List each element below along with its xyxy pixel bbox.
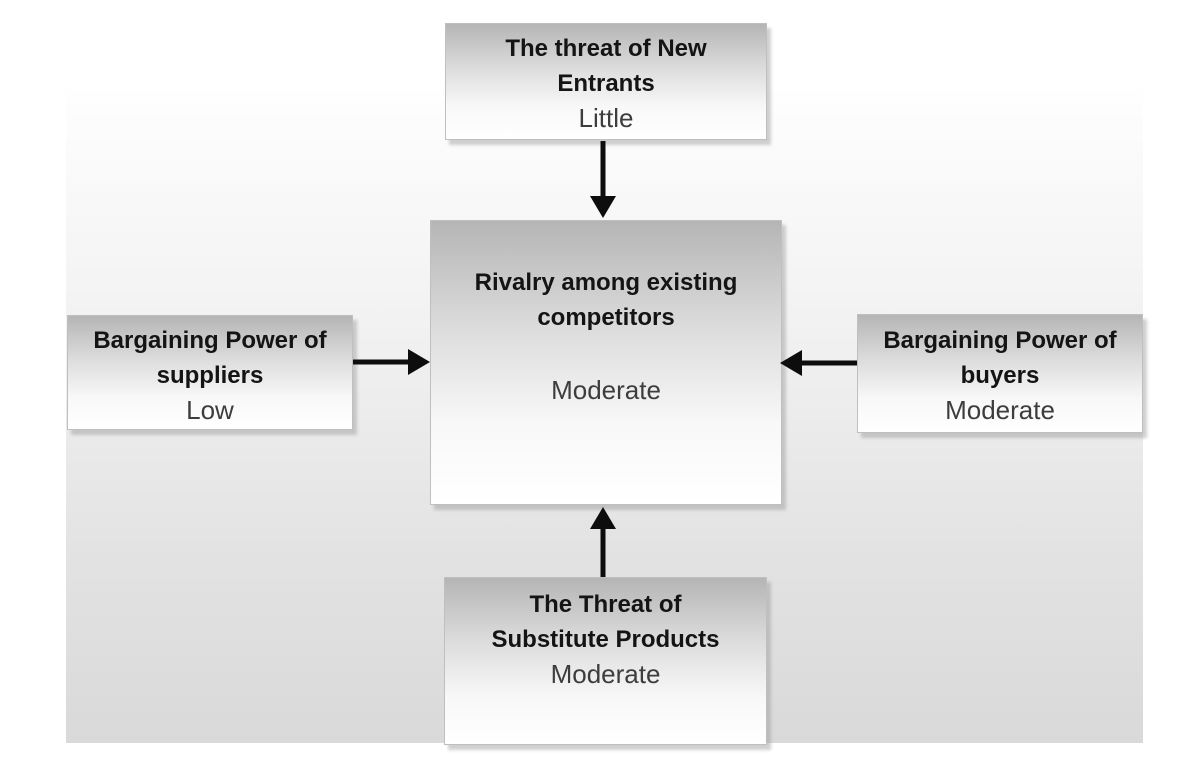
arrow-down-icon [590,141,616,218]
arrow-up-icon [590,507,616,577]
box-bargaining-power-of-suppliers: Bargaining Power of suppliers Low [67,315,353,430]
box-title: Rivalry among existing competitors [474,269,738,331]
box-title: The threat of New Entrants [505,35,707,97]
box-threat-of-substitute-products: The Threat of Substitute Products Modera… [444,577,767,745]
arrow-left-icon [780,350,857,376]
box-threat-of-new-entrants: The threat of New Entrants Little [445,23,767,140]
box-value: Low [186,395,234,425]
box-title: The Threat of Substitute Products [491,591,720,653]
box-value: Little [578,103,634,133]
box-rivalry-among-existing-competitors: Rivalry among existing competitors Moder… [430,220,782,505]
box-value: Moderate [551,375,661,405]
arrow-right-icon [353,349,430,375]
box-bargaining-power-of-buyers: Bargaining Power of buyers Moderate [857,314,1143,433]
box-title: Bargaining Power of suppliers [93,327,327,389]
box-value: Moderate [945,395,1055,425]
box-title: Bargaining Power of buyers [883,327,1117,389]
box-value: Moderate [550,659,661,689]
